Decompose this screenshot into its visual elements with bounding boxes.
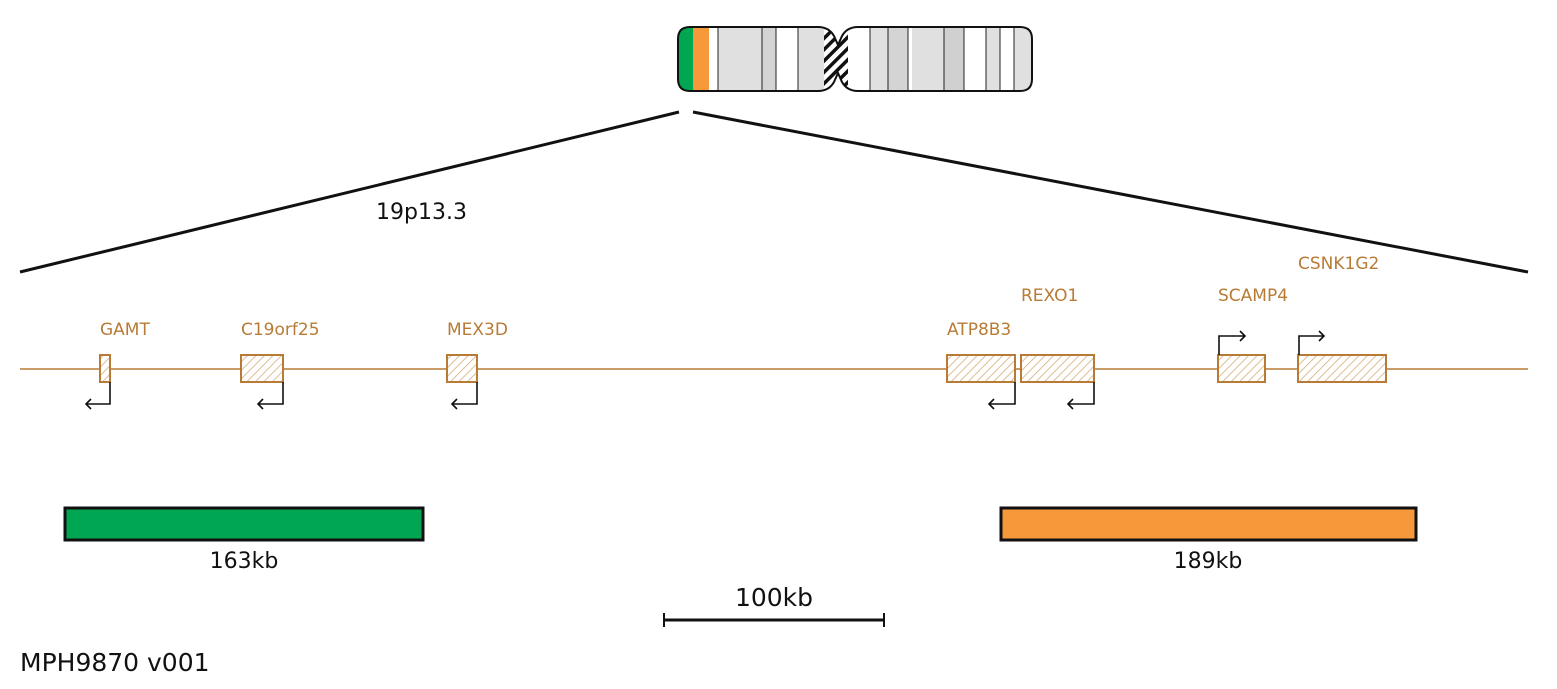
scale-bar-label: 100kb: [735, 583, 813, 612]
gene-label-csnk1g2: CSNK1G2: [1298, 254, 1379, 274]
band-white-5: [964, 27, 986, 91]
gene-csnk1g2: CSNK1G2: [1297, 254, 1387, 383]
band-gray-1: [718, 27, 762, 91]
gene-label-c19orf25: C19orf25: [241, 320, 320, 340]
band-white-2: [776, 27, 798, 91]
band-gray-8: [986, 27, 1000, 91]
gene-gamt: GAMT: [84, 320, 150, 410]
probe-size-label-green: 163kb: [210, 549, 279, 574]
probe-bar-green: [63, 506, 425, 542]
band-white-6: [1000, 27, 1014, 91]
band-gray-9: [1014, 27, 1032, 91]
gene-atp8b3: ATP8B3: [946, 320, 1016, 410]
chromosome-outline: [677, 26, 1033, 92]
gene-label-gamt: GAMT: [100, 320, 150, 340]
gene-scamp4: SCAMP4: [1217, 286, 1288, 383]
band-white-1: [709, 27, 718, 91]
band-orange-highlight: [693, 27, 709, 91]
band-gray-2: [762, 27, 776, 91]
band-label: 19p13.3: [376, 200, 467, 225]
gene-label-rexo1: REXO1: [1021, 286, 1078, 306]
arrow-left-icon: [256, 382, 284, 410]
gene-rexo1: REXO1: [1020, 286, 1095, 410]
band-gray-6: [912, 27, 944, 91]
band-gray-4: [870, 27, 888, 91]
gene-label-scamp4: SCAMP4: [1218, 286, 1288, 306]
band-white-3: [848, 27, 870, 91]
arrow-right-icon: [1298, 330, 1326, 355]
arrow-left-icon: [1066, 382, 1095, 410]
gene-mex3d: MEX3D: [446, 320, 508, 410]
band-gray-7: [944, 27, 964, 91]
probe-bar-orange: [999, 506, 1418, 542]
probe-size-label-orange: 189kb: [1174, 549, 1243, 574]
arrow-right-icon: [1218, 330, 1247, 355]
zoom-line-left: [19, 110, 680, 274]
arrow-left-icon: [450, 382, 478, 410]
gene-c19orf25: C19orf25: [240, 320, 320, 410]
band-white-4: [908, 27, 912, 91]
probe-id-label: MPH9870 v001: [20, 648, 210, 677]
gene-label-mex3d: MEX3D: [447, 320, 508, 340]
zoom-line-right: [692, 110, 1529, 274]
probe-orange: 189kb: [999, 506, 1418, 574]
band-gray-5: [888, 27, 908, 91]
probe-green: 163kb: [63, 506, 425, 574]
gene-track: GAMT C19orf25 MEX3D ATP8B3 R: [20, 254, 1528, 410]
arrow-left-icon: [987, 382, 1016, 410]
arrow-left-icon: [84, 382, 111, 410]
band-green-highlight: [678, 27, 693, 91]
band-gray-3: [798, 27, 824, 91]
scale-bar: 100kb: [663, 583, 885, 627]
gene-label-atp8b3: ATP8B3: [947, 320, 1011, 340]
chromosome-ideogram: [677, 26, 1033, 92]
